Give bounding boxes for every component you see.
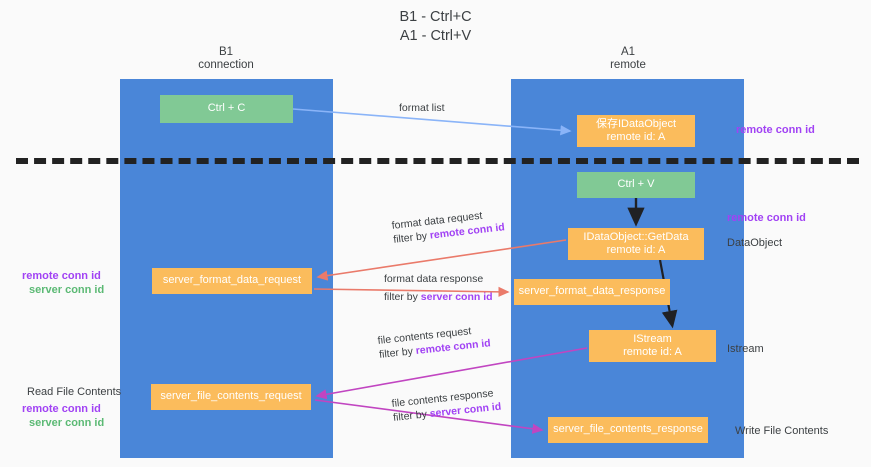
edge-label-format-data-response-text: format data response <box>384 273 484 285</box>
annotation-left-server-conn-id-mid: server conn id <box>29 284 105 296</box>
edge-label-format-list-text: format list <box>399 102 445 114</box>
edge-label-format-list: format list <box>399 101 445 115</box>
lane-header-a1-subtitle: remote <box>610 59 646 71</box>
annotation-left-remote-conn-id-bottom: remote conn id <box>22 403 101 415</box>
box-ctrl-c[interactable]: Ctrl + C <box>160 95 293 123</box>
annotation-istream: Istream <box>727 343 764 355</box>
box-server-format-data-response-label: server_format_data_response <box>518 285 666 298</box>
annotation-left-remote-conn-id-mid: remote conn id <box>22 270 101 282</box>
box-idataobject-getdata-line2: remote id: A <box>606 244 666 256</box>
edge-label-file-contents-response: file contents response filter by server … <box>391 386 502 425</box>
box-idataobject-getdata-line1: IDataObject::GetData <box>583 230 689 243</box>
annotation-dataobject: DataObject <box>727 237 783 249</box>
box-save-idataobject-line1: 保存IDataObject <box>595 117 677 130</box>
box-ctrl-v[interactable]: Ctrl + V <box>577 172 695 198</box>
box-istream-line1: IStream <box>633 332 672 345</box>
box-istream-line2: remote id: A <box>623 346 682 358</box>
annotation-read-file-contents: Read File Contents <box>27 386 122 398</box>
filter-prefix: filter by <box>392 229 431 246</box>
box-server-format-data-response[interactable]: server_format_data_response <box>514 279 670 305</box>
filter-prefix: filter by <box>378 345 417 361</box>
box-save-idataobject-line2: remote id: A <box>606 131 666 143</box>
box-server-file-contents-response[interactable]: server_file_contents_response <box>548 417 708 443</box>
box-server-file-contents-request[interactable]: server_file_contents_request <box>151 384 311 410</box>
annotation-remote-conn-id-mid: remote conn id <box>727 212 806 224</box>
box-idataobject-getdata[interactable]: IDataObject::GetData remote id: A <box>568 228 704 260</box>
filter-prefix: filter by <box>392 408 431 424</box>
title-line-1: B1 - Ctrl+C <box>399 9 472 25</box>
filter-key-server-conn-id: server conn id <box>420 291 493 303</box>
lane-header-a1-name: A1 <box>620 46 636 58</box>
lane-header-b1-subtitle: connection <box>198 59 254 71</box>
edge-label-format-data-response-filter: filter by server conn id <box>384 290 493 304</box>
box-server-format-data-request[interactable]: server_format_data_request <box>152 268 312 294</box>
lane-header-b1-name: B1 <box>218 46 234 58</box>
annotation-left-server-conn-id-bottom: server conn id <box>29 417 105 429</box>
box-server-file-contents-response-label: server_file_contents_response <box>553 423 703 436</box>
box-ctrl-c-label: Ctrl + C <box>207 102 246 115</box>
box-istream[interactable]: IStream remote id: A <box>589 330 716 362</box>
title-line-2: A1 - Ctrl+V <box>399 28 472 44</box>
lane-header-b1: B1 connection <box>135 46 317 72</box>
edge-label-file-contents-request: file contents request filter by remote c… <box>377 322 491 362</box>
edge-label-format-data-request: format data request filter by remote con… <box>391 206 505 247</box>
diagram-title: B1 - Ctrl+C A1 - Ctrl+V <box>0 8 871 46</box>
box-ctrl-v-label: Ctrl + V <box>617 178 655 191</box>
edge-label-format-data-response: format data response filter by server co… <box>384 272 493 304</box>
phase-separator <box>16 158 859 164</box>
annotation-write-file-contents: Write File Contents <box>735 425 829 437</box>
lane-header-a1: A1 remote <box>528 46 728 72</box>
box-server-format-data-request-label: server_format_data_request <box>162 274 302 287</box>
annotation-remote-conn-id-top: remote conn id <box>736 124 815 136</box>
box-save-idataobject[interactable]: 保存IDataObject remote id: A <box>577 115 695 147</box>
filter-prefix: filter by <box>384 291 421 303</box>
box-server-file-contents-request-label: server_file_contents_request <box>160 390 302 403</box>
